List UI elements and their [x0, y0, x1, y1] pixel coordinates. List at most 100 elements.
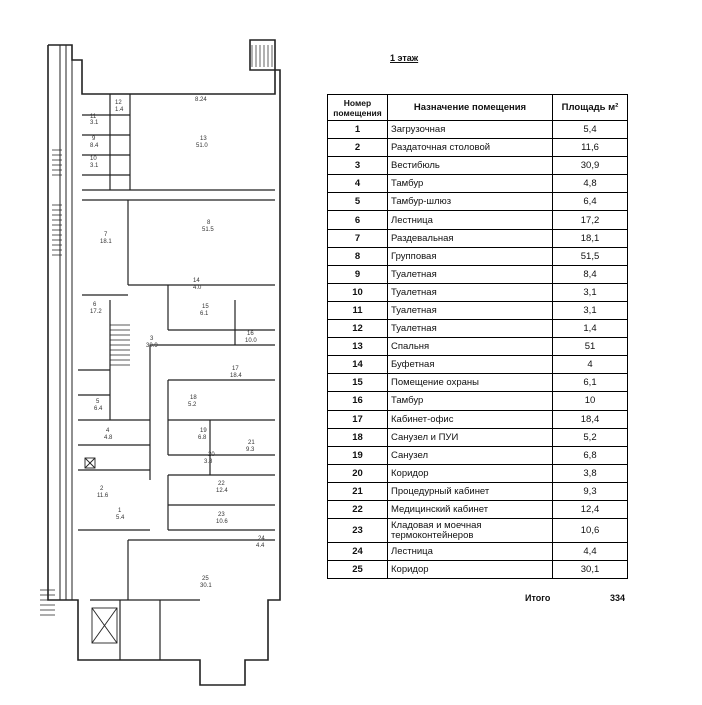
- room-number: 18: [327, 427, 388, 447]
- room-number: 5: [327, 192, 388, 212]
- room-number: 3: [327, 156, 388, 176]
- room-purpose: Тамбур-шлюз: [387, 192, 553, 212]
- plan-room-2: 2: [100, 486, 104, 492]
- plan-room-13: 13: [200, 136, 207, 142]
- plan-room-1: 1: [118, 508, 122, 514]
- plan-room-20: 20: [208, 452, 215, 458]
- plan-area-6: 17.2: [90, 309, 102, 315]
- header-number: Номер помещения: [327, 94, 388, 121]
- room-area: 5,4: [552, 119, 628, 140]
- plan-room-11: 11: [90, 114, 97, 120]
- plan-area-9: 8.4: [90, 143, 99, 149]
- plan-area-2: 11.6: [97, 493, 109, 499]
- table-header-row: Номер помещения Назначение помещения Пло…: [327, 94, 628, 121]
- room-number: 11: [327, 300, 388, 321]
- plan-area-8: 51.5: [202, 227, 214, 233]
- room-purpose: Спальня: [387, 337, 553, 357]
- room-purpose: Загрузочная: [387, 119, 553, 140]
- room-purpose: Кабинет-офис: [387, 409, 553, 429]
- plan-room-7: 7: [104, 232, 108, 238]
- room-purpose: Групповая: [387, 246, 553, 266]
- room-number: 23: [327, 518, 388, 544]
- plan-area-7: 18.1: [100, 239, 112, 245]
- plan-area-14: 4.0: [193, 285, 202, 291]
- room-area: 51: [552, 337, 628, 357]
- room-purpose: Тамбур: [387, 391, 553, 411]
- room-purpose: Лестница: [387, 542, 553, 562]
- room-labels: 8.24 12 1.4 11 3.1 13 51.0 10 3.1 9 8.4 …: [90, 97, 265, 589]
- plan-room-16: 16: [247, 331, 254, 337]
- room-area: 3,1: [552, 300, 628, 321]
- plan-area-4: 4.8: [104, 435, 113, 441]
- total-value: 334: [610, 593, 626, 603]
- room-number: 7: [327, 228, 388, 248]
- room-area: 6,1: [552, 373, 628, 393]
- room-purpose: Коридор: [387, 560, 553, 580]
- room-area: 4,4: [552, 542, 628, 562]
- plan-area-21: 9.3: [246, 447, 255, 453]
- plan-room-12: 12: [115, 100, 122, 106]
- plan-room-19: 19: [200, 428, 207, 434]
- room-area: 30,9: [552, 156, 628, 176]
- outer-walls: [47, 39, 281, 686]
- room-purpose: Коридор: [387, 463, 553, 483]
- floor-plan-drawing: 8.24 12 1.4 11 3.1 13 51.0 10 3.1 9 8.4 …: [0, 0, 310, 705]
- plan-room-15: 15: [202, 304, 209, 310]
- room-number: 9: [327, 264, 388, 284]
- room-number: 20: [327, 463, 388, 483]
- room-purpose: Раздевальная: [387, 228, 553, 248]
- room-purpose: Туалетная: [387, 300, 553, 321]
- room-number: 2: [327, 138, 388, 158]
- plan-area-10: 3.1: [90, 163, 99, 169]
- plan-room-22: 22: [218, 481, 225, 487]
- plan-area-1: 5.4: [116, 515, 125, 521]
- rooms-table: Номер помещения Назначение помещения Пло…: [327, 94, 628, 580]
- plan-room-10: 10: [90, 156, 97, 162]
- room-number: 25: [327, 560, 388, 580]
- room-area: 6,8: [552, 445, 628, 465]
- room-number: 24: [327, 542, 388, 562]
- plan-area-20: 3.8: [204, 459, 213, 465]
- room-purpose: Процедурный кабинет: [387, 481, 553, 501]
- room-number: 17: [327, 409, 388, 429]
- room-number: 13: [327, 337, 388, 357]
- room-area: 10: [552, 391, 628, 411]
- room-area: 30,1: [552, 560, 628, 580]
- room-purpose: Раздаточная столовой: [387, 138, 553, 158]
- room-area: 51,5: [552, 246, 628, 266]
- plan-area-19: 6.8: [198, 435, 207, 441]
- room-purpose: Помещение охраны: [387, 373, 553, 393]
- floor-title: 1 этаж: [390, 53, 419, 63]
- plan-area-24: 4.4: [256, 543, 265, 549]
- plan-room-24: 24: [258, 536, 265, 542]
- room-number: 12: [327, 319, 388, 339]
- room-purpose: Туалетная: [387, 264, 553, 284]
- plan-area-23: 10.6: [216, 519, 228, 525]
- plan-room-5: 5: [96, 399, 100, 405]
- room-purpose: Буфетная: [387, 355, 553, 375]
- room-number: 15: [327, 373, 388, 393]
- plan-room-8: 8: [207, 220, 211, 226]
- header-purpose: Назначение помещения: [387, 94, 553, 121]
- room-number: 8: [327, 246, 388, 266]
- stair-hatches: [40, 45, 273, 616]
- room-number: 21: [327, 481, 388, 501]
- left-strip: [59, 45, 73, 600]
- room-purpose: Санузел: [387, 445, 553, 465]
- room-area: 17,2: [552, 210, 628, 230]
